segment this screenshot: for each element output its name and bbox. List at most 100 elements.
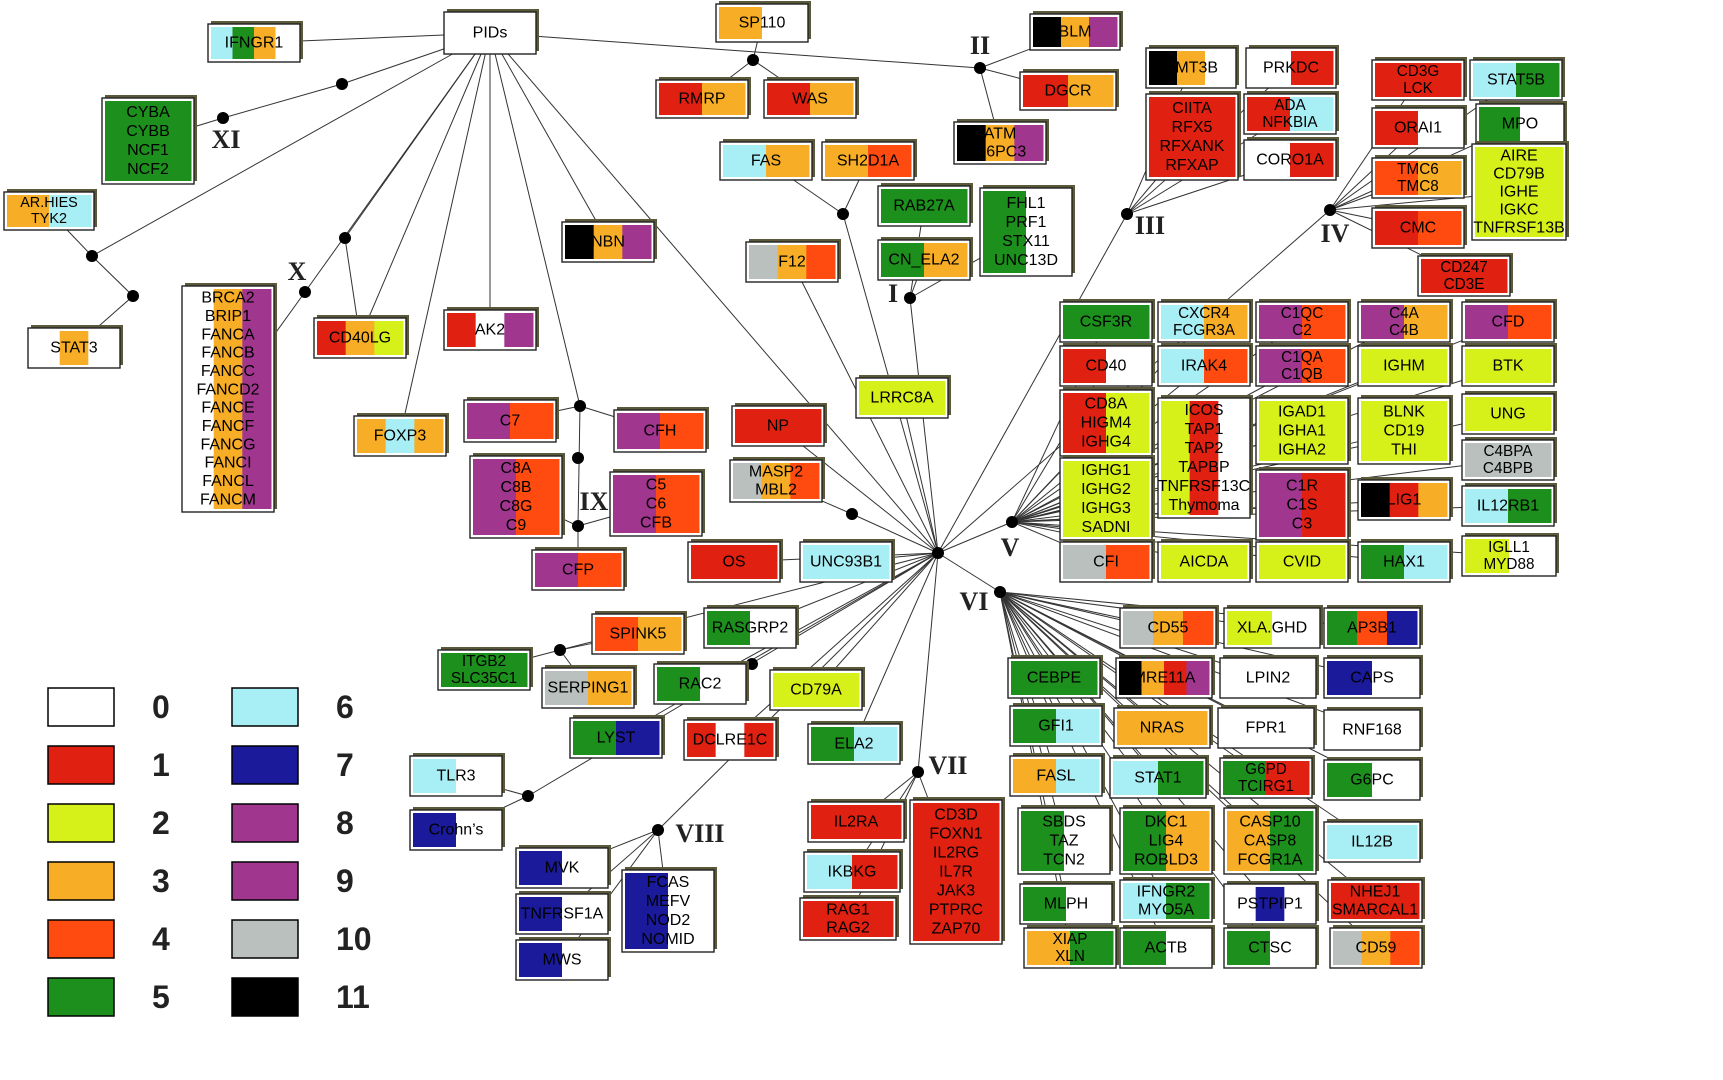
node-color-stripe [1204, 349, 1248, 383]
gene-label: IGHA2 [1278, 442, 1326, 459]
gene-label: IGHG1 [1081, 462, 1131, 479]
gene-label: RAB27A [893, 198, 955, 215]
gene-label: NCF1 [127, 142, 169, 159]
gene-node-stat5b: STAT5B [1469, 57, 1565, 101]
node-color-stripe [1372, 763, 1418, 797]
gene-node-fas: FAS [719, 139, 815, 181]
node-color-stripe [1508, 489, 1552, 523]
gene-label: C3 [1292, 516, 1313, 533]
node-color-stripe [1479, 107, 1521, 141]
network-edge [979, 48, 1031, 69]
node-color-stripe [1063, 393, 1107, 453]
gene-label: TMC6 [1397, 161, 1439, 178]
node-color-stripe [1021, 811, 1065, 871]
gene-label: RFXAP [1165, 157, 1218, 174]
gene-node-lyst: LYST [569, 715, 665, 759]
gene-label: ATM [984, 126, 1017, 143]
node-color-stripe [49, 195, 92, 227]
network-edge [96, 295, 134, 329]
gene-node-tlr3: TLR3 [409, 753, 505, 797]
gene-label: CTSC [1248, 940, 1292, 957]
network-edge [862, 552, 939, 725]
node-color-stripe [1011, 661, 1098, 695]
node-color-stripe [7, 195, 50, 227]
gene-label: STAT1 [1134, 770, 1182, 787]
gene-label: ADA [1274, 97, 1306, 114]
gene-label: G6PC [1350, 772, 1394, 789]
gene-node-crohns: Crohn’s [409, 807, 505, 851]
node-color-stripe [1221, 711, 1312, 745]
node-color-stripe [1465, 349, 1552, 383]
gene-label: CVID [1283, 554, 1321, 571]
node-color-stripe [516, 459, 560, 535]
legend-swatch [47, 919, 115, 959]
node-color-stripe [1327, 713, 1418, 747]
gene-label: CD40LG [329, 330, 391, 347]
node-color-stripe [1333, 931, 1363, 965]
node-color-stripe [1357, 611, 1388, 645]
network-edge [1329, 209, 1373, 220]
node-color-stripe [1204, 305, 1248, 339]
node-color-stripe [761, 463, 791, 499]
node-color-stripe [1113, 761, 1159, 795]
gene-label: FCGR3A [1173, 322, 1236, 339]
gene-node-cd40: CD40 [1059, 343, 1155, 387]
node-color-stripe [1302, 349, 1346, 383]
gene-label: FPR1 [1246, 720, 1287, 737]
gene-label: SERPING1 [548, 680, 629, 697]
gene-node-rmrp: RMRP [655, 77, 751, 119]
network-edge [344, 237, 358, 319]
node-color-stripe [185, 289, 215, 509]
gene-node-cnela2: CN_ELA2 [877, 237, 973, 281]
gene-label: CD247 [1440, 259, 1488, 276]
hub-layer [86, 54, 1336, 836]
network-edge [999, 591, 1221, 664]
legend-swatch [231, 919, 299, 959]
hub-dot [86, 250, 98, 262]
node-color-stripe [1290, 97, 1334, 131]
gene-label: SADNI [1082, 519, 1131, 536]
gene-label: C6 [646, 496, 667, 513]
gene-label: CD79A [790, 682, 842, 699]
gene-label: IRAK4 [1181, 358, 1227, 375]
gene-node-was: WAS [763, 77, 859, 119]
network-edge [494, 53, 581, 407]
gene-label: SMARCAL1 [1332, 902, 1418, 919]
node-color-stripe [242, 289, 272, 509]
node-color-stripe [1218, 401, 1248, 515]
node-color-stripe [1063, 545, 1107, 579]
gene-label: XLA.GHD [1237, 620, 1307, 637]
node-color-stripe [1421, 259, 1508, 293]
gene-label: IGHA1 [1278, 423, 1326, 440]
node-color-stripe [719, 7, 763, 39]
network-edge [273, 291, 306, 336]
legend-swatch [231, 861, 299, 901]
gene-node-mws: MWS [515, 937, 611, 981]
node-color-stripe [660, 413, 704, 449]
network-edge [657, 829, 664, 871]
gene-label: IGHE [1499, 184, 1538, 201]
gene-label: IL2RA [834, 814, 879, 831]
gene-label: CD3D [934, 807, 978, 824]
node-color-stripe [1247, 97, 1291, 131]
node-color-stripe [1223, 661, 1314, 695]
gene-label: CD3G [1397, 63, 1440, 80]
gene-label: WAS [792, 91, 828, 108]
hub-dot [127, 290, 139, 302]
node-color-stripe [810, 83, 854, 115]
gene-node-cd40lg: CD40LG [313, 315, 409, 359]
legend-label: 5 [152, 979, 170, 1015]
gene-label: STAT5B [1487, 72, 1545, 89]
node-color-stripe [852, 855, 898, 889]
network-edge [1126, 174, 1245, 215]
node-color-stripe [1161, 305, 1205, 339]
